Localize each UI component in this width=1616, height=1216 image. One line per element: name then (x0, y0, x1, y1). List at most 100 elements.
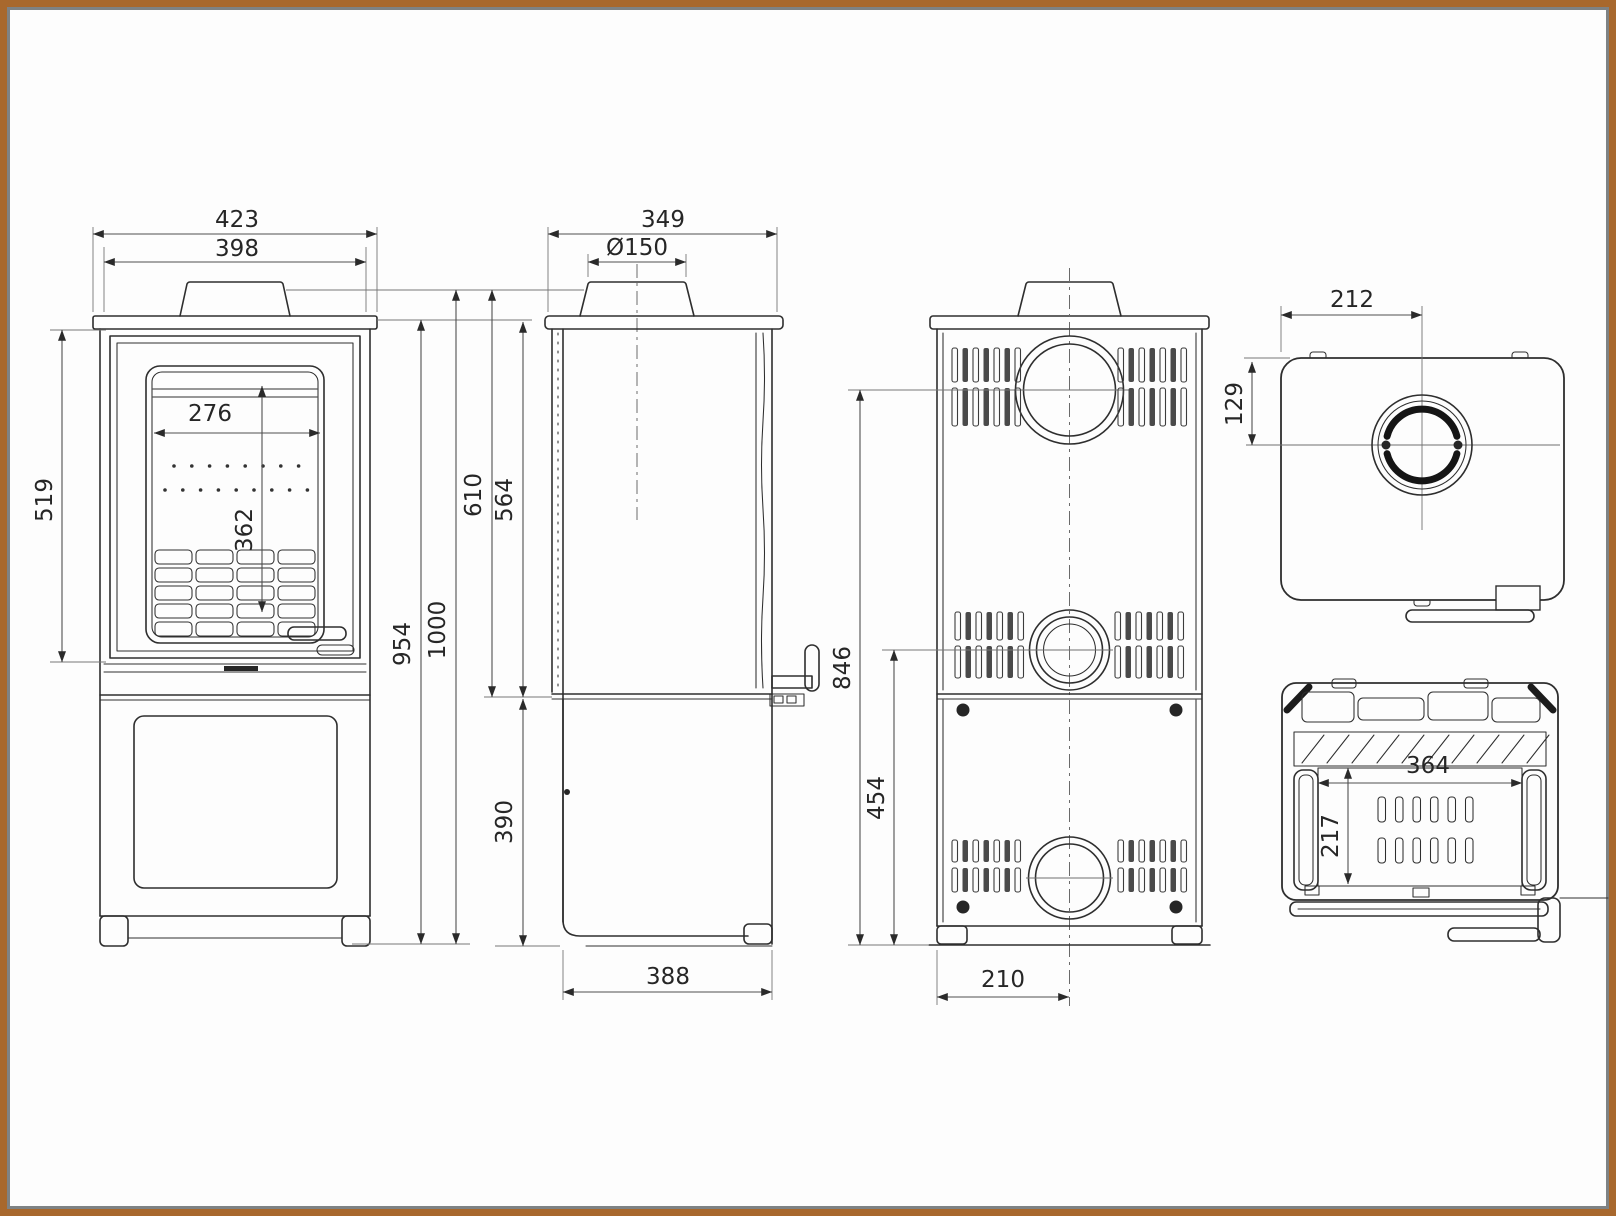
door-louvre-slat (277, 567, 316, 583)
dimension-label: 217 (1318, 814, 1344, 858)
baffle-plate (1301, 691, 1355, 723)
rear-vent-slat (1180, 839, 1188, 863)
door-louvre-slat (236, 549, 275, 565)
rear-vent-slat (1146, 646, 1152, 678)
rear-foot-left (936, 925, 968, 945)
rear-vent-slat (1004, 348, 1010, 382)
rear-vent-slat (986, 646, 992, 678)
rear-vent-slat (983, 840, 989, 862)
rear-vent-slat (1149, 348, 1155, 382)
rear-vent-slat (983, 388, 989, 426)
rear-vent-slat (951, 867, 959, 893)
rear-vent-slat (1180, 387, 1188, 427)
rear-vent-slat (1138, 347, 1146, 383)
bottom-front-plate (1289, 901, 1549, 917)
rear-vent-slat (975, 611, 983, 641)
rear-vent-slat (972, 387, 980, 427)
door-louvre-slat (154, 585, 193, 601)
rear-vent-slat (1135, 611, 1143, 641)
rear-vent-slat (993, 839, 1001, 863)
bottom-side-channel-left-inner (1298, 774, 1314, 886)
rear-vent-slat (1138, 839, 1146, 863)
door-louvre-slat (154, 567, 193, 583)
rear-vent-slat (996, 611, 1004, 641)
front-door-glass-inner (151, 371, 319, 638)
rear-vent-slat (1014, 347, 1022, 383)
top-flue-ring-inner (1377, 400, 1467, 490)
glass-air-hole (243, 464, 247, 468)
grate-slot (1429, 796, 1439, 823)
front-foot-right (341, 915, 371, 947)
door-louvre-slat (277, 621, 316, 637)
dimension-label: Ø150 (606, 235, 668, 261)
glass-air-hole (225, 464, 230, 468)
dimension-label: 610 (461, 473, 487, 517)
rear-screw (1169, 900, 1183, 914)
glass-air-hole (190, 464, 194, 468)
rear-vent-slat (1135, 645, 1143, 679)
dim-bottom-opening-width: 364 (1317, 753, 1523, 787)
top-flue-clamp-screw (1381, 440, 1391, 450)
dim-side-flue-diameter: Ø150 (587, 235, 687, 277)
grate-slot (1377, 796, 1387, 823)
dimension-label: 423 (215, 207, 259, 233)
hatch-mark (1476, 734, 1500, 764)
baffle-plate (1427, 691, 1489, 721)
rear-vent-slat (1117, 347, 1125, 383)
rear-vent-slat (972, 347, 980, 383)
rear-vent-slat (1125, 612, 1131, 640)
rear-vent-slat (1017, 611, 1025, 641)
rear-vent-slat (975, 645, 983, 679)
top-flue-ring-outer (1371, 394, 1473, 496)
frame-inner (7, 7, 1609, 1209)
door-louvre-slat (195, 621, 234, 637)
glass-air-hole (207, 464, 212, 468)
top-handle-housing (1495, 585, 1541, 611)
rear-vent-slat (993, 867, 1001, 893)
dim-side-base-height: 390 (492, 698, 560, 947)
hatch-mark (1451, 734, 1475, 764)
hatch-mark (1426, 734, 1450, 764)
door-louvre-slat (236, 567, 275, 583)
dimension-label: 564 (492, 478, 518, 522)
bottom-grate-slots (1377, 796, 1474, 864)
rear-vent-slat (965, 646, 971, 678)
door-louvre-slat (195, 603, 234, 619)
bottom-tab (1520, 885, 1536, 896)
side-base-bottom (562, 698, 749, 937)
rear-vent-slat (1117, 387, 1125, 427)
rear-vent-slat (1146, 612, 1152, 640)
rear-vent-slat (1007, 612, 1013, 640)
dim-top-flue-from-side: 212 (1280, 287, 1423, 352)
glass-air-hole (287, 488, 292, 492)
front-foot-left (99, 915, 129, 947)
front-view (92, 281, 378, 947)
front-door-frame (109, 335, 361, 659)
dim-rear-outlet-offset: 210 (936, 950, 1070, 1005)
baffle-plate (1491, 697, 1541, 723)
rear-vent-slat (993, 387, 1001, 427)
bottom-hatch-band (1293, 731, 1547, 767)
grate-slot (1429, 837, 1439, 864)
dim-bottom-opening-depth: 217 (1318, 767, 1352, 885)
front-glass-air-holes (163, 464, 310, 492)
rear-vent-slat (1128, 388, 1134, 426)
bottom-hatch-marks (1301, 734, 1550, 764)
rear-vent-slat (1004, 388, 1010, 426)
glass-air-hole (172, 464, 176, 468)
rear-view (928, 268, 1211, 1006)
front-door-frame-inner (116, 342, 354, 652)
door-louvre-slat (277, 585, 316, 601)
front-base-panel (133, 715, 338, 889)
glass-air-hole (305, 488, 310, 492)
rear-vent-slat (962, 388, 968, 426)
rear-vent-slat (951, 347, 959, 383)
front-door-glass (145, 365, 325, 644)
dimension-label: 1000 (425, 601, 451, 660)
dim-front-overall-height: 1000 (286, 289, 500, 945)
rear-vent-slat (1167, 646, 1173, 678)
dimension-label: 212 (1330, 287, 1374, 313)
hatch-mark (1526, 734, 1550, 764)
rear-vent-slat (1128, 348, 1134, 382)
